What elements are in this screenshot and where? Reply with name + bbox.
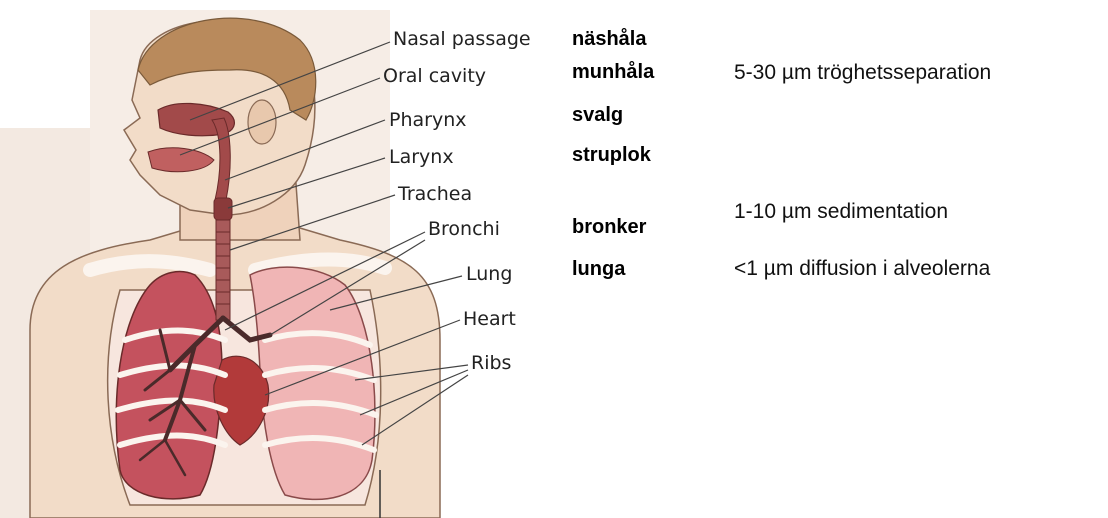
- note-diffusion: <1 µm diffusion i alveolerna: [734, 257, 990, 281]
- larynx: [214, 198, 232, 220]
- label-munhala: munhåla: [572, 61, 654, 84]
- label-trachea: Trachea: [398, 183, 472, 205]
- label-lunga: lunga: [572, 258, 625, 281]
- label-nasal-passage: Nasal passage: [393, 28, 531, 50]
- label-ribs: Ribs: [471, 352, 511, 374]
- label-oral-cavity: Oral cavity: [383, 65, 486, 87]
- label-svalg: svalg: [572, 104, 623, 127]
- label-lung: Lung: [466, 263, 512, 285]
- label-heart: Heart: [463, 308, 516, 330]
- label-larynx: Larynx: [389, 146, 454, 168]
- label-nashala: näshåla: [572, 28, 646, 51]
- label-bronchi: Bronchi: [428, 218, 500, 240]
- ear: [248, 100, 276, 144]
- trachea: [216, 220, 230, 320]
- note-sedimentation: 1-10 µm sedimentation: [734, 200, 948, 224]
- label-struplok: struplok: [572, 144, 651, 167]
- label-pharynx: Pharynx: [389, 109, 466, 131]
- label-bronker: bronker: [572, 216, 646, 239]
- note-inertial-separation: 5-30 µm tröghetsseparation: [734, 61, 991, 85]
